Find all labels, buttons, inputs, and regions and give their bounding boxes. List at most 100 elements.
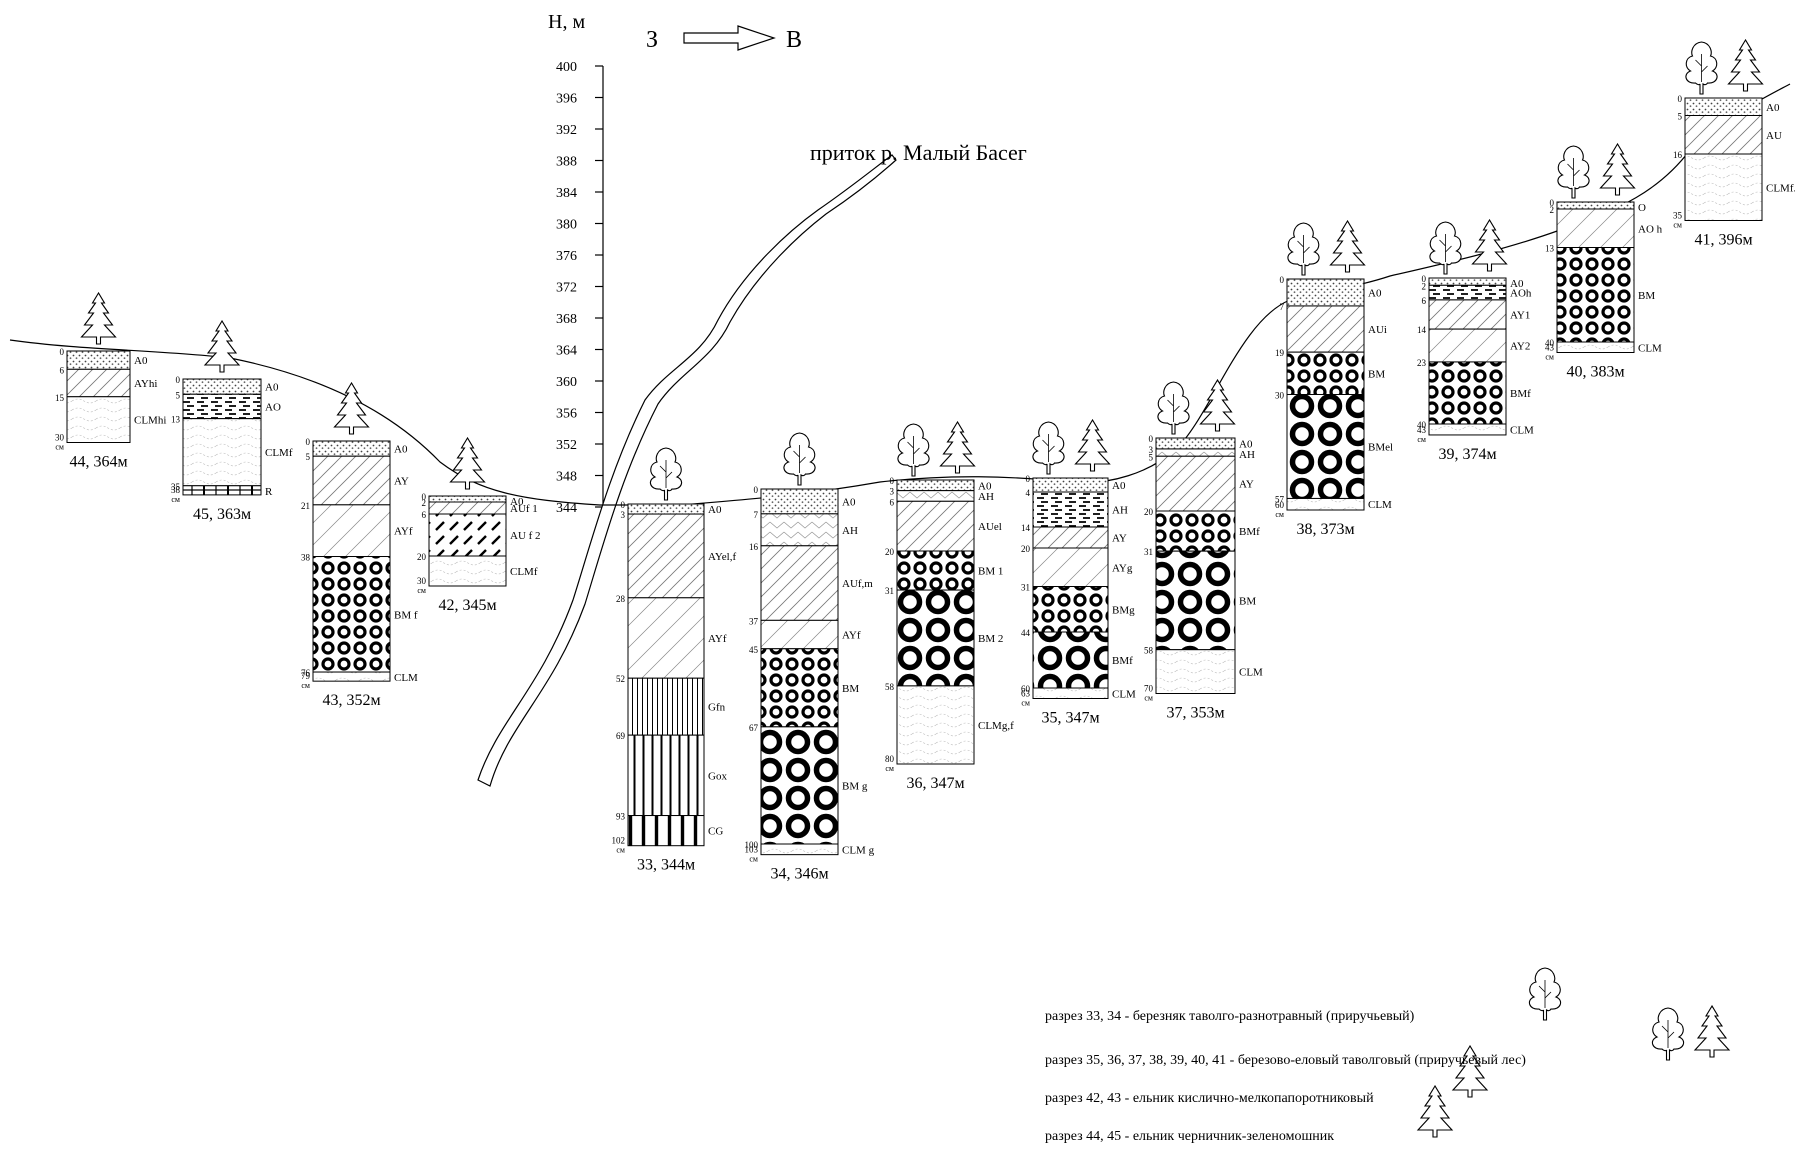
horizon-layer (183, 419, 261, 486)
depth-unit: см (885, 764, 894, 773)
birch-tree-icon (1686, 42, 1717, 94)
horizon-layer (183, 379, 261, 394)
axis-tick-label: 368 (556, 312, 577, 327)
depth-mark: 28 (616, 594, 626, 604)
horizon-label: AO (265, 401, 281, 413)
soil-profile: A00AUi7BM19BMel30CLM5760см38, 373м (1275, 221, 1393, 538)
horizon-label: AY (394, 476, 409, 488)
profile-label: 44, 364м (69, 454, 127, 471)
depth-mark: 58 (885, 682, 895, 692)
depth-mark: 0 (306, 437, 311, 447)
horizon-label: AH (842, 525, 858, 537)
horizon-layer (1033, 632, 1108, 688)
horizon-label: Gfn (708, 702, 726, 714)
depth-mark: 44 (1021, 628, 1031, 638)
depth-mark: 4 (1026, 488, 1031, 498)
depth-mark: 0 (890, 476, 895, 486)
axis-tick-label: 348 (556, 470, 577, 485)
depth-mark: 15 (55, 393, 65, 403)
horizon-label: AY1 (1510, 310, 1530, 322)
horizon-layer (1557, 342, 1634, 353)
horizon-label: R (265, 486, 273, 498)
soil-profile: A00AH3AY5BMf20BM31CLM5870см37, 353м (1144, 380, 1263, 722)
depth-mark: 16 (1673, 150, 1683, 160)
horizon-label: AYf (394, 526, 413, 538)
horizon-label: AYf (842, 630, 861, 642)
depth-mark: 43 (1417, 425, 1427, 435)
depth-unit: см (1417, 435, 1426, 444)
horizon-layer (1287, 395, 1364, 499)
horizon-label: BM f (394, 609, 418, 621)
axis-tick-label: 392 (556, 123, 577, 138)
horizon-label: BMf (1112, 655, 1133, 667)
depth-unit: см (301, 681, 310, 690)
spruce-tree-icon (1695, 1006, 1729, 1057)
horizon-layer (429, 514, 506, 556)
depth-mark: 35 (1673, 211, 1683, 221)
profile-label: 37, 353м (1166, 705, 1224, 722)
profile-label: 38, 373м (1296, 521, 1354, 538)
spruce-tree-icon (1729, 40, 1763, 91)
depth-mark: 0 (621, 500, 626, 510)
horizon-label: CLMhi (134, 415, 166, 427)
depth-unit: см (616, 846, 625, 855)
horizon-label: AU (1766, 130, 1782, 142)
axis-title: H, м (548, 11, 585, 33)
profile-label: 42, 345м (438, 597, 496, 614)
horizon-layer (429, 496, 506, 502)
horizon-label: AO h (1638, 223, 1663, 235)
horizon-layer (1287, 279, 1364, 306)
profile-label: 45, 363м (193, 506, 251, 523)
horizon-layer (628, 735, 704, 815)
legend-item: разрез 35, 36, 37, 38, 39, 40, 41 - бере… (1045, 1053, 1526, 1069)
depth-mark: 6 (890, 497, 895, 507)
profile-label: 43, 352м (322, 692, 380, 709)
soil-profile: A00AY5AYf21BM f38CLM7679см43, 352м (301, 383, 418, 709)
horizon-label: CLMf. (1766, 182, 1795, 194)
horizon-layer (67, 351, 130, 369)
horizon-layer (897, 501, 974, 551)
horizon-label: CLM (394, 672, 418, 684)
horizon-label: AU f 2 (510, 530, 541, 542)
profile-label: 35, 347м (1041, 710, 1099, 727)
horizon-label: AH (978, 491, 994, 503)
horizon-label: A0 (708, 504, 722, 516)
depth-mark: 102 (612, 836, 626, 846)
horizon-layer (1033, 527, 1108, 548)
horizon-layer (1033, 587, 1108, 633)
legend-item: разрез 42, 43 - ельник кислично-мелкопап… (1045, 1091, 1374, 1107)
horizon-layer (761, 844, 838, 855)
depth-mark: 7 (1280, 302, 1285, 312)
horizon-layer (761, 727, 838, 844)
depth-mark: 2 (422, 498, 427, 508)
depth-mark: 20 (1021, 544, 1031, 554)
axis-tick-label: 372 (556, 281, 577, 296)
horizon-label: CG (708, 826, 723, 838)
horizon-layer (628, 816, 704, 846)
axis-tick-label: 364 (556, 344, 577, 359)
birch-tree-icon (1558, 146, 1589, 198)
birch-tree-icon (1529, 968, 1560, 1020)
horizon-layer (1156, 650, 1235, 694)
spruce-tree-icon (82, 293, 116, 344)
horizon-layer (313, 505, 390, 557)
depth-mark: 80 (885, 754, 895, 764)
horizon-label: CLMf (510, 566, 538, 578)
depth-unit: см (171, 495, 180, 504)
depth-mark: 103 (745, 845, 759, 855)
axis-tick-label: 388 (556, 155, 577, 170)
horizon-layer (897, 590, 974, 686)
horizon-layer (897, 551, 974, 590)
horizon-label: AYhi (134, 378, 157, 390)
horizon-label: AUf,m (842, 578, 873, 590)
horizon-label: CLM (1112, 688, 1136, 700)
horizon-label: BM g (842, 780, 868, 792)
horizon-layer (1557, 202, 1634, 209)
spruce-tree-icon (1331, 221, 1365, 272)
horizon-layer (761, 649, 838, 727)
axis-tick-label: 380 (556, 218, 577, 233)
horizon-layer (1557, 209, 1634, 248)
depth-mark: 5 (1149, 452, 1154, 462)
